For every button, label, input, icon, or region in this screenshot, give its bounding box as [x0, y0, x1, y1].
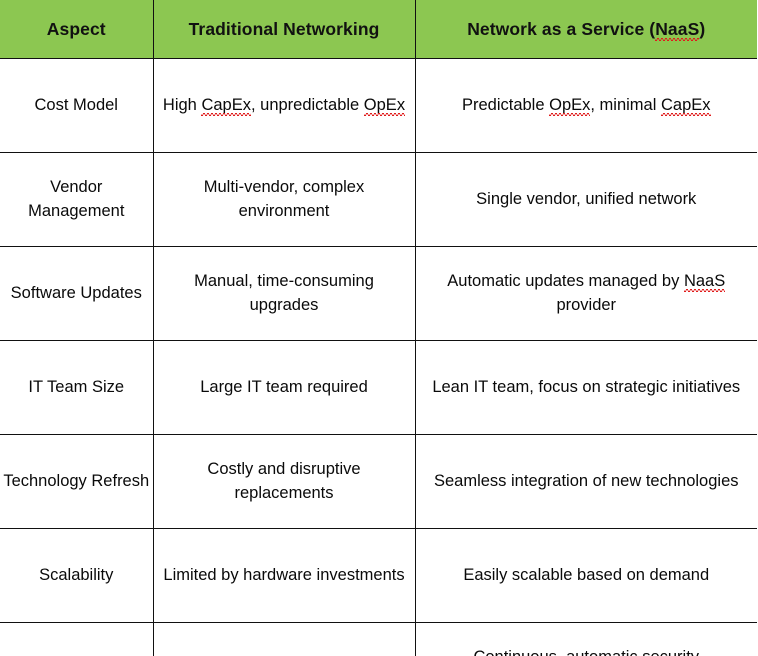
cell-traditional-networking: Manual patching and updates — [152, 622, 416, 656]
cell-aspect: Scalability — [0, 528, 154, 623]
cell-traditional-networking: Multi-vendor, complex environment — [152, 152, 416, 247]
cell-network-as-a-service: Seamless integration of new technologies — [414, 434, 757, 529]
spellcheck-underlined-word: NaaS — [655, 18, 700, 39]
cell-traditional-networking: Large IT team required — [152, 340, 416, 435]
spellcheck-underlined-word: NaaS — [683, 272, 726, 291]
cell-network-as-a-service: Lean IT team, focus on strategic initiat… — [414, 340, 757, 435]
column-header-aspect: Aspect — [0, 0, 154, 59]
spellcheck-underlined-word: OpEx — [363, 95, 406, 114]
cell-aspect: Cost Model — [0, 58, 154, 153]
cell-aspect: Software Updates — [0, 246, 154, 341]
table-header: Aspect Traditional Networking Network as… — [0, 0, 757, 59]
cell-network-as-a-service: Continuous, automatic security enhanceme… — [414, 622, 757, 656]
spellcheck-underlined-word: CapEx — [201, 95, 251, 114]
cell-traditional-networking: High CapEx, unpredictable OpEx — [152, 58, 416, 153]
cell-traditional-networking: Manual, time-consuming upgrades — [152, 246, 416, 341]
column-header-network-as-a-service: Network as a Service (NaaS) — [414, 0, 757, 59]
cell-aspect: Vendor Management — [0, 152, 154, 247]
cell-network-as-a-service: Easily scalable based on demand — [414, 528, 757, 623]
cell-traditional-networking: Costly and disruptive replacements — [152, 434, 416, 529]
cell-aspect: Technology Refresh — [0, 434, 154, 529]
column-header-traditional-networking: Traditional Networking — [152, 0, 416, 59]
spellcheck-underlined-word: OpEx — [549, 95, 591, 114]
spellcheck-underlined-word: CapEx — [660, 95, 711, 114]
cell-aspect: IT Team Size — [0, 340, 154, 435]
cell-traditional-networking: Limited by hardware investments — [152, 528, 416, 623]
cell-network-as-a-service: Automatic updates managed by NaaS provid… — [414, 246, 757, 341]
cell-aspect: Security Updates — [0, 622, 154, 656]
cell-network-as-a-service: Single vendor, unified network — [414, 152, 757, 247]
header-row: Aspect Traditional Networking Network as… — [0, 0, 757, 59]
cell-network-as-a-service: Predictable OpEx, minimal CapEx — [414, 58, 757, 153]
